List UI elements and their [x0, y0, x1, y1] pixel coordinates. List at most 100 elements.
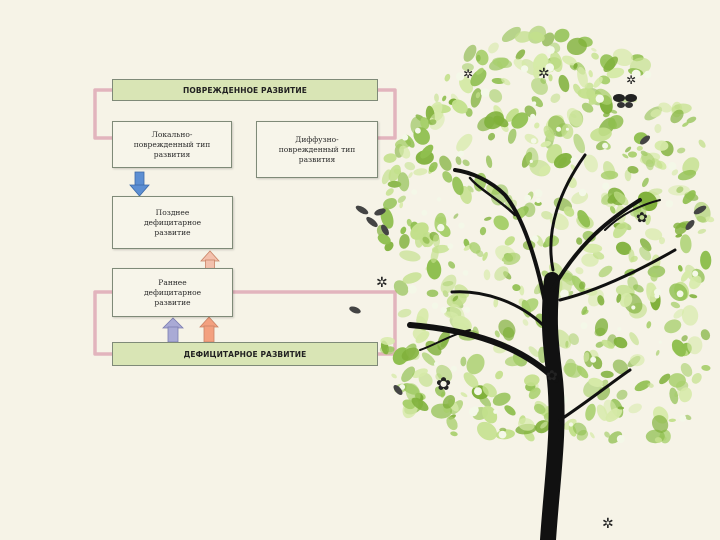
leaf [550, 93, 561, 103]
leaf [456, 133, 473, 152]
leaf [377, 233, 391, 245]
leaf [482, 405, 498, 424]
damaged-development-label: ПОВРЕЖДЕННОЕ РАЗВИТИЕ [183, 85, 307, 95]
leaf [467, 185, 474, 193]
leaf [489, 89, 503, 103]
leaf [577, 88, 596, 99]
leaf [432, 234, 441, 248]
leaf [413, 168, 428, 176]
leaf [504, 236, 515, 246]
diffuse-damaged-type-box: Диффузно- поврежденный тип развития [256, 121, 378, 178]
blossom [631, 69, 641, 79]
blossom [668, 162, 677, 171]
leaf [562, 55, 577, 66]
leaf [453, 213, 459, 219]
blossom [498, 430, 507, 439]
leaf [641, 177, 649, 188]
leaf [401, 366, 416, 383]
leaf [533, 403, 546, 414]
leaf [566, 108, 583, 127]
leaf [397, 195, 406, 203]
leaf [488, 42, 499, 54]
leaf [499, 427, 507, 432]
leaf [577, 66, 588, 88]
leaf [658, 237, 666, 245]
leaf [563, 206, 575, 217]
leaf [493, 115, 509, 128]
leaf [436, 364, 453, 383]
leaf [522, 298, 539, 313]
leaf [380, 336, 395, 346]
leaf [589, 432, 595, 439]
leaf [399, 145, 411, 159]
blossom [471, 406, 479, 414]
blossom [455, 72, 465, 81]
leaf [561, 123, 574, 139]
leaf [450, 431, 458, 437]
leaf [590, 127, 612, 142]
leaf [426, 258, 442, 280]
leaf [630, 209, 644, 218]
leaf [399, 250, 421, 262]
leaf [459, 76, 474, 94]
leaf [647, 382, 654, 388]
leaf [539, 165, 551, 176]
leaf [434, 386, 446, 397]
leaf [476, 67, 484, 75]
leaf [448, 261, 456, 269]
leaf [411, 397, 429, 411]
blossom [440, 306, 447, 314]
leaf [591, 47, 597, 52]
leaf [658, 102, 672, 113]
leaf [463, 372, 479, 388]
leaf [501, 252, 521, 265]
leaf [528, 346, 540, 357]
leaf [677, 169, 697, 181]
leaf [411, 368, 428, 378]
tree-trunk [407, 153, 677, 540]
leaf [655, 350, 660, 356]
leaf [573, 133, 586, 154]
leaf [493, 298, 499, 308]
leaf [402, 272, 422, 284]
early-deficit-label: Раннее дефицитарное развитие [143, 277, 202, 307]
leaf [583, 154, 598, 173]
leaf [422, 236, 430, 244]
leaf [493, 215, 509, 231]
leaf [540, 77, 547, 84]
blossom [474, 387, 482, 396]
blossom [568, 422, 574, 427]
leaf [603, 399, 618, 419]
leaf [670, 109, 684, 124]
leaf [428, 161, 438, 173]
svg-text:✿: ✿ [636, 210, 648, 226]
leaf [504, 405, 516, 416]
leaf [687, 336, 703, 355]
leaf [613, 336, 628, 349]
blossom [679, 414, 687, 422]
blossom [602, 142, 609, 149]
leaf [645, 159, 654, 171]
leaf [482, 383, 497, 398]
leaf [654, 437, 662, 443]
blossom [436, 197, 442, 202]
blossom [595, 94, 604, 103]
leaf [627, 166, 639, 174]
leaf [412, 327, 428, 342]
leaf [439, 155, 452, 171]
leaf [531, 96, 544, 108]
butterfly-icon [613, 94, 637, 108]
leaf [629, 332, 639, 346]
leaf [385, 188, 394, 196]
leaf [630, 255, 638, 263]
leaf [691, 373, 702, 384]
leaf [421, 352, 436, 366]
leaf [440, 274, 457, 294]
leaf [592, 251, 605, 260]
leaf [476, 54, 481, 62]
leaf [675, 233, 683, 238]
blossom [415, 127, 421, 134]
leaf [673, 308, 685, 319]
